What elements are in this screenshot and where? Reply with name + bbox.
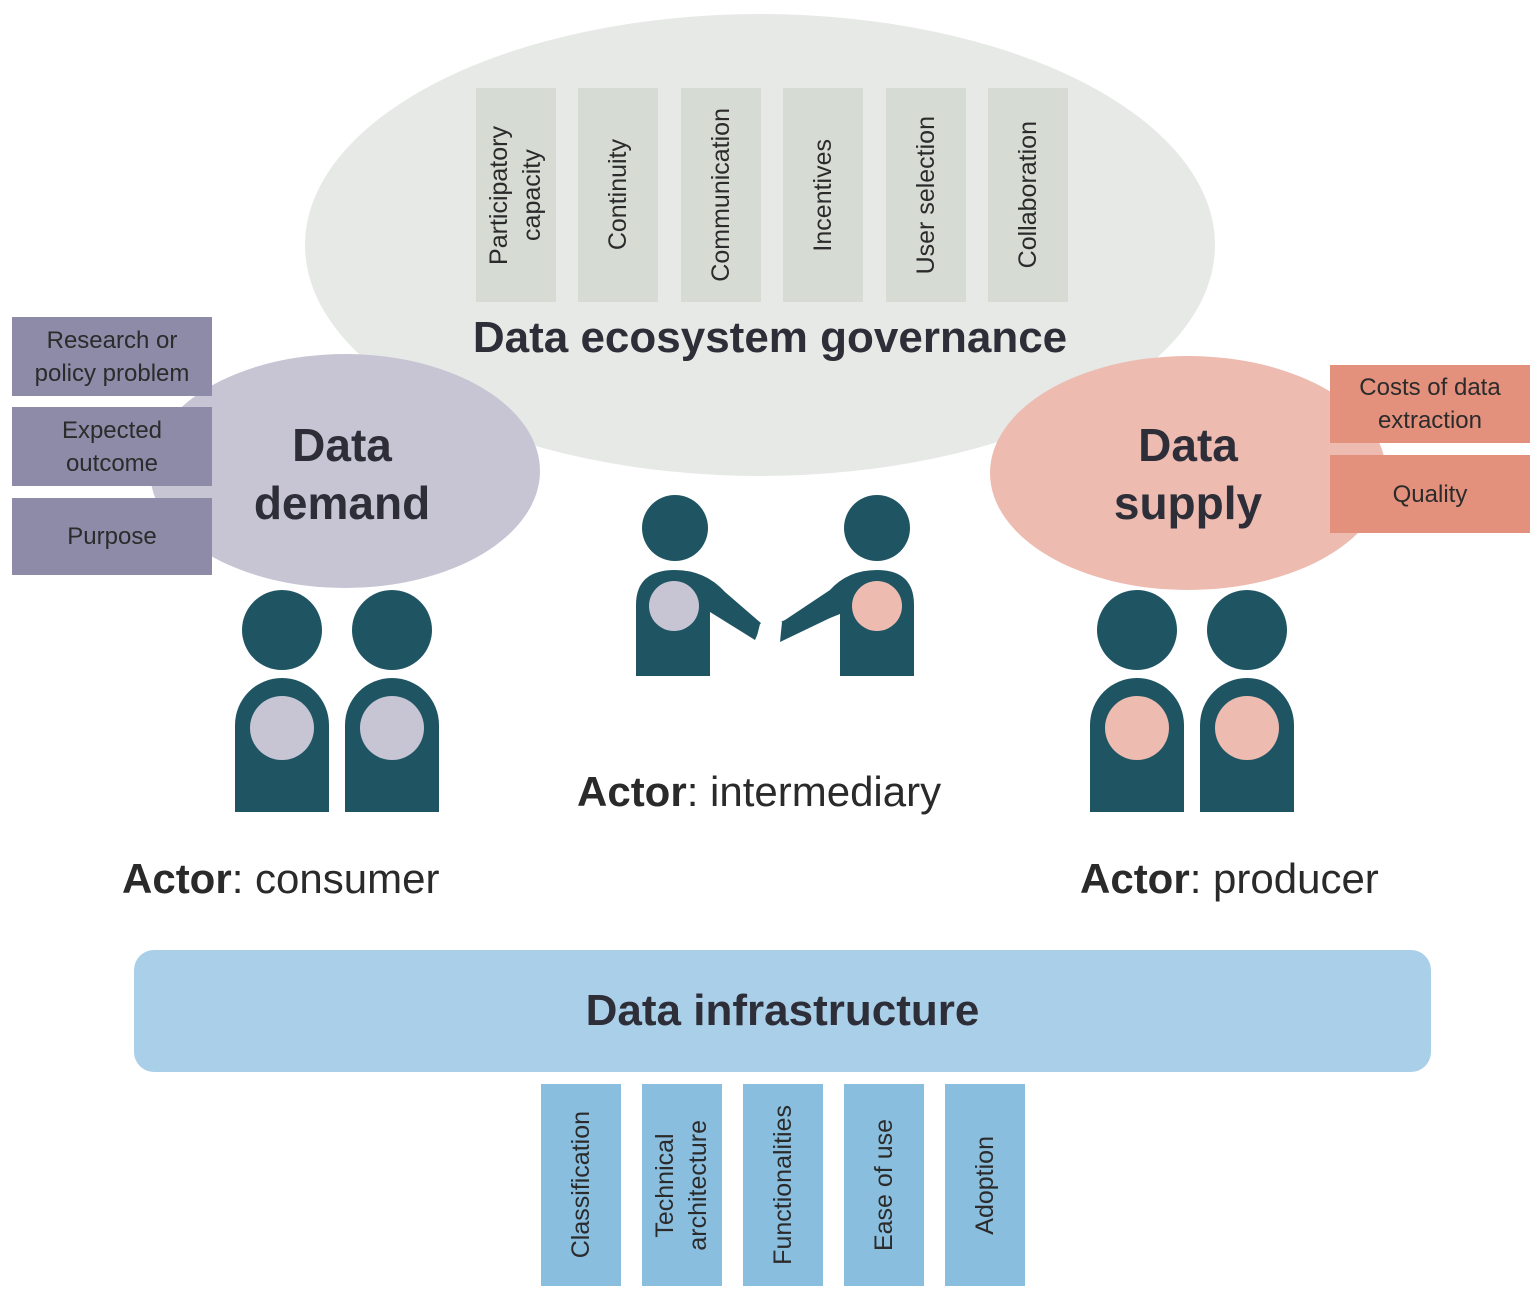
demand-title: Data demand [230, 416, 454, 532]
governance-pillar-label: Collaboration [1013, 121, 1042, 269]
infrastructure-pillar-label: Technical architecture [651, 1119, 712, 1251]
governance-pillar-communication: Communication [681, 88, 761, 302]
governance-pillar-label: Participatory capacity [485, 125, 546, 265]
governance-pillar-collaboration: Collaboration [988, 88, 1068, 302]
demand-box-research-problem: Research or policy problem [12, 317, 212, 396]
governance-pillar-label: Incentives [808, 138, 837, 252]
actor-producer-label: Actor: producer [1080, 855, 1379, 903]
governance-pillar-user-selection: User selection [886, 88, 966, 302]
governance-pillar-continuity: Continuity [578, 88, 658, 302]
governance-pillar-label: User selection [911, 115, 940, 275]
infrastructure-pillar-adoption: Adoption [945, 1084, 1025, 1286]
producer-actors-icon [1090, 590, 1294, 812]
demand-ellipse [150, 354, 540, 588]
infrastructure-pillar-ease-of-use: Ease of use [844, 1084, 924, 1286]
governance-pillar-label: Communication [706, 108, 735, 282]
intermediary-handshake-icon [636, 495, 914, 676]
actor-keyword: Actor [577, 768, 687, 815]
actor-intermediary-label: Actor: intermediary [577, 768, 941, 816]
demand-title-line2: demand [253, 477, 431, 529]
infrastructure-pillar-technical-architecture: Technical architecture [642, 1084, 722, 1286]
supply-title: Data supply [1076, 416, 1300, 532]
actor-keyword: Actor [1080, 855, 1190, 902]
demand-box-purpose: Purpose [12, 498, 212, 575]
supply-box-costs: Costs of data extraction [1330, 365, 1530, 443]
infrastructure-pillar-classification: Classification [541, 1084, 621, 1286]
actor-keyword: Actor [122, 855, 232, 902]
actor-role: : producer [1189, 855, 1379, 902]
demand-box-expected-outcome: Expected outcome [12, 407, 212, 486]
consumer-actors-icon [235, 590, 439, 812]
infrastructure-pillar-functionalities: Functionalities [743, 1084, 823, 1286]
supply-box-quality: Quality [1330, 455, 1530, 533]
supply-title-line1: Data [1138, 419, 1238, 471]
infrastructure-pillar-label: Classification [566, 1111, 595, 1259]
governance-pillar-participatory-capacity: Participatory capacity [476, 88, 556, 302]
demand-title-line1: Data [292, 419, 392, 471]
infrastructure-pillar-label: Adoption [970, 1135, 999, 1235]
infrastructure-bar: Data infrastructure [134, 950, 1431, 1072]
governance-pillar-label: Continuity [603, 139, 632, 251]
actor-role: : intermediary [686, 768, 942, 815]
infrastructure-title: Data infrastructure [585, 986, 980, 1035]
actor-role: : consumer [231, 855, 440, 902]
governance-title: Data ecosystem governance [472, 313, 1068, 362]
infrastructure-pillar-label: Ease of use [869, 1118, 898, 1252]
supply-title-line2: supply [1113, 477, 1263, 529]
actor-consumer-label: Actor: consumer [122, 855, 439, 903]
governance-pillar-incentives: Incentives [783, 88, 863, 302]
infrastructure-pillar-label: Functionalities [768, 1105, 797, 1265]
supply-ellipse [990, 356, 1386, 590]
